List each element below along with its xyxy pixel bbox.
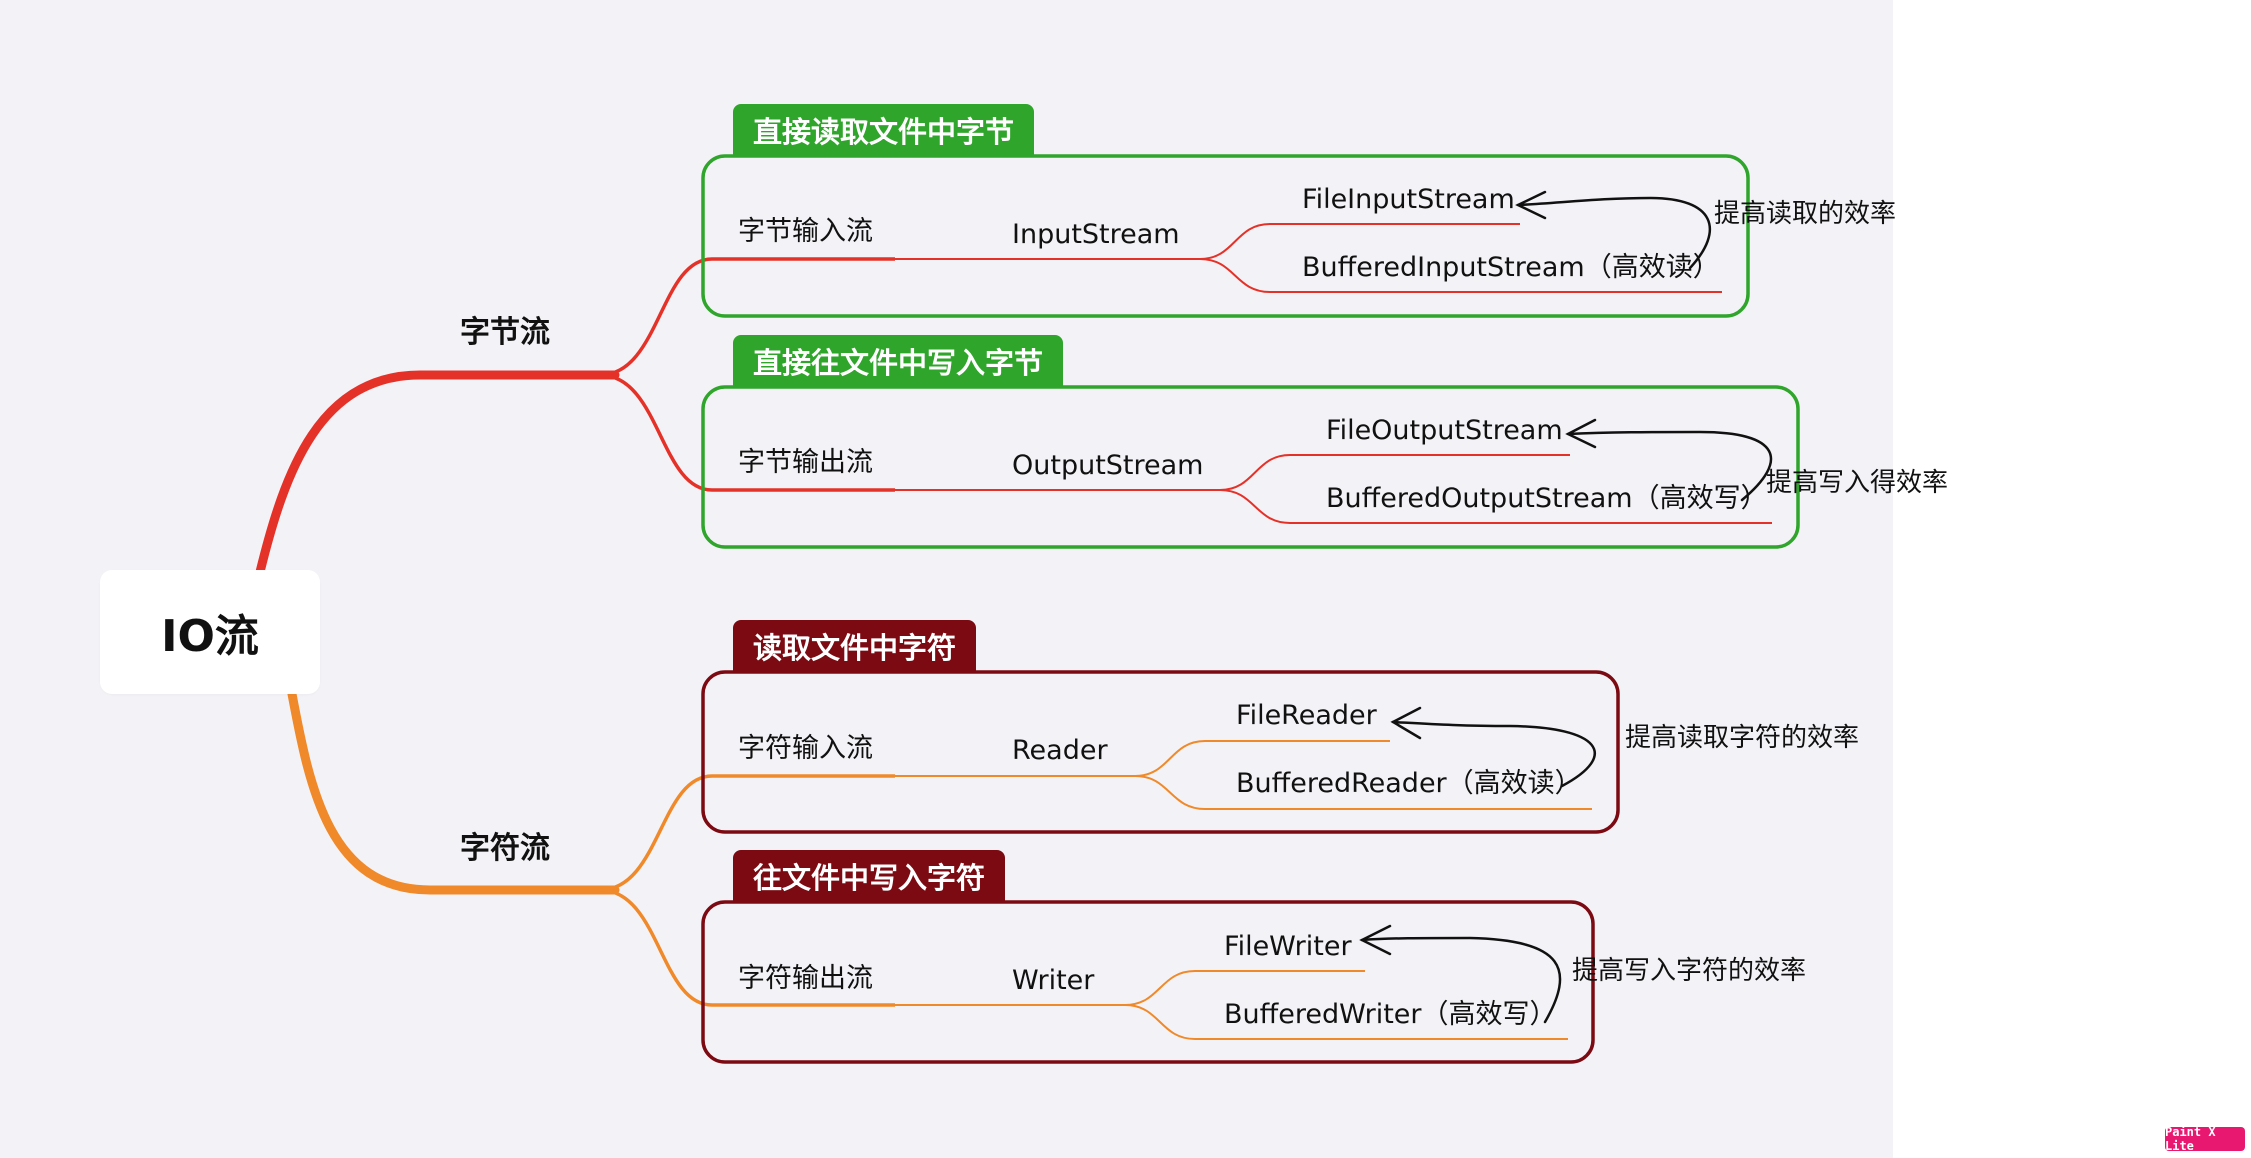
note-byte-output: 提高写入得效率	[1766, 468, 1948, 498]
stream-type-char-input: 字符输入流	[738, 733, 873, 764]
efficiency-arrows	[1359, 190, 1773, 1024]
line-byte-input-file	[1199, 223, 1520, 260]
note-char-output: 提高写入字符的效率	[1572, 956, 1806, 986]
group-box-char-output	[701, 900, 1595, 1064]
arrow-byte-output	[1566, 430, 1773, 502]
root-label: IO流	[161, 611, 259, 662]
stream-type-byte-input: 字节输入流	[738, 216, 873, 247]
note-byte-input: 提高读取的效率	[1714, 199, 1896, 229]
class-buffered-reader: BufferedReader（高效读）	[1236, 768, 1582, 799]
root-connectors	[255, 370, 620, 895]
root-node: IO流	[100, 570, 320, 694]
badge-byte-input: 直接读取文件中字节	[733, 104, 1035, 156]
branch-label-byte: 字节流	[460, 315, 550, 350]
badge-char-output: 往文件中写入字符	[733, 850, 1006, 902]
arrow-char-output-head	[1359, 924, 1392, 956]
branch-label-char: 字符流	[460, 831, 550, 866]
arrow-char-input-head	[1390, 706, 1422, 740]
base-class-byte-input: InputStream	[1012, 219, 1180, 250]
badge-byte-output: 直接往文件中写入字节	[733, 335, 1064, 387]
base-class-char-input: Reader	[1012, 735, 1108, 766]
line-byte-output-file	[1219, 454, 1570, 491]
arrow-byte-output-head	[1565, 418, 1597, 449]
stream-type-byte-output: 字节输出流	[738, 447, 873, 478]
group-box-byte-output	[701, 385, 1800, 549]
group-boxes	[701, 154, 1800, 1064]
class-file-writer: FileWriter	[1224, 931, 1352, 962]
arrow-char-output	[1360, 936, 1562, 1024]
line-char-input-buffered	[1134, 775, 1592, 810]
line-char-input-file	[1134, 740, 1390, 777]
connector-root-byte	[255, 370, 620, 577]
badge-label: 往文件中写入字符	[753, 861, 986, 895]
arrow-char-input	[1391, 720, 1596, 788]
base-class-byte-output: OutputStream	[1012, 450, 1203, 481]
class-buffered-input-stream: BufferedInputStream（高效读）	[1302, 252, 1720, 283]
class-file-input-stream: FileInputStream	[1302, 184, 1515, 215]
note-char-input: 提高读取字符的效率	[1625, 723, 1859, 753]
arrow-byte-input-head	[1515, 190, 1547, 220]
badge-char-input: 读取文件中字符	[733, 620, 977, 672]
watermark-label: Paint X Lite	[2165, 1125, 2216, 1153]
badge-label: 直接往文件中写入字节	[753, 346, 1044, 380]
inner-connectors	[895, 223, 1772, 1040]
line-char-output-buffered	[1124, 1004, 1568, 1040]
badge-label: 读取文件中字符	[753, 631, 957, 665]
class-buffered-output-stream: BufferedOutputStream（高效写）	[1326, 483, 1768, 514]
badge-label: 直接读取文件中字节	[753, 115, 1015, 149]
class-file-output-stream: FileOutputStream	[1326, 415, 1563, 446]
line-byte-output-buffered	[1219, 489, 1772, 524]
base-class-char-output: Writer	[1012, 965, 1095, 996]
stream-type-char-output: 字符输出流	[738, 963, 873, 994]
line-char-output-file	[1124, 970, 1365, 1006]
group-box-byte-input	[701, 154, 1750, 318]
connector-root-char	[287, 689, 620, 895]
class-file-reader: FileReader	[1236, 700, 1378, 731]
line-byte-input-buffered	[1199, 258, 1722, 293]
class-buffered-writer: BufferedWriter（高效写）	[1224, 999, 1557, 1030]
watermark-badge: Paint X Lite	[2165, 1125, 2245, 1153]
canvas-edge	[1893, 0, 2251, 1158]
arrow-byte-input	[1516, 196, 1712, 270]
group-box-char-input	[701, 670, 1620, 834]
